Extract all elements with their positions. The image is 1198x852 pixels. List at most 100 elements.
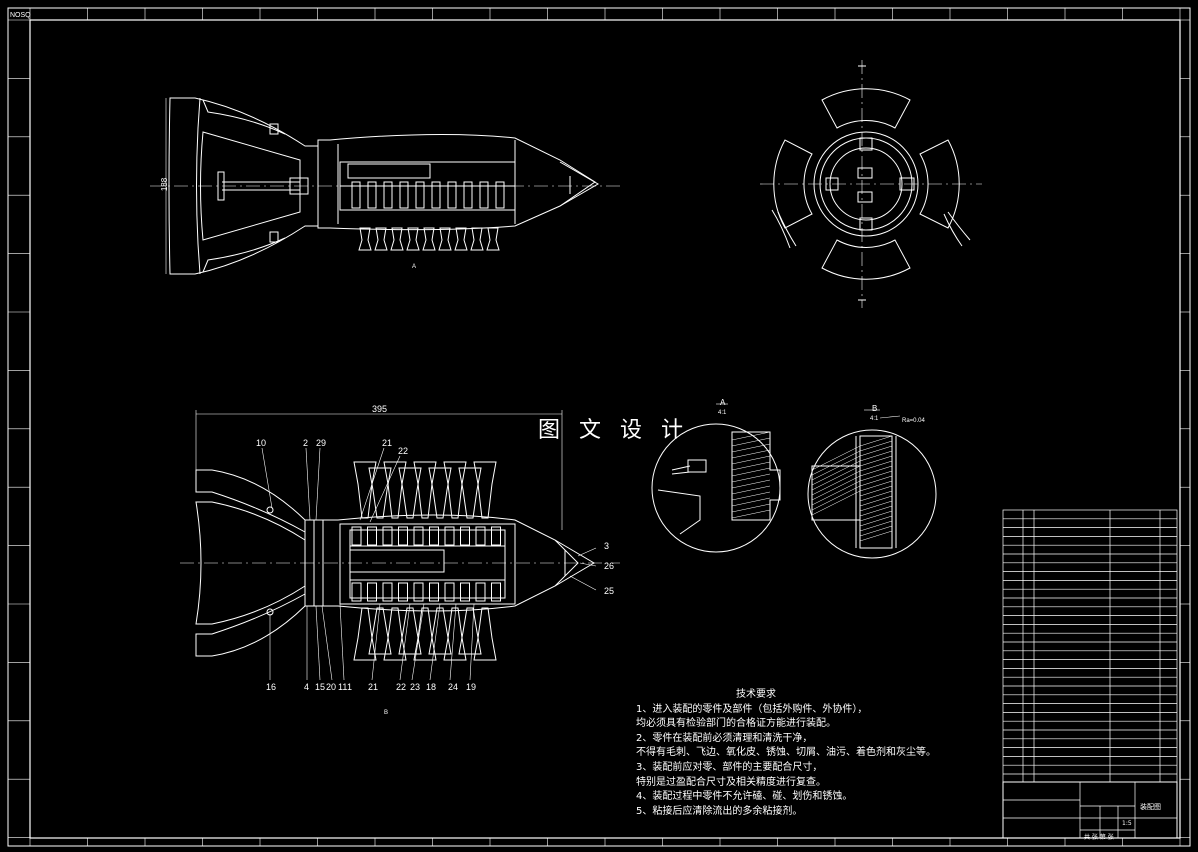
hatch-line [859,435,893,447]
callout: 21 [382,438,393,448]
callout: 10 [256,438,267,448]
side-rod [479,181,489,209]
hatch-line [731,479,771,489]
hatch-line [731,437,771,447]
lower-fin [368,607,392,655]
side-rod [351,181,361,209]
side-fin [390,227,404,251]
callout: 2 [303,438,309,448]
detail-b [807,409,937,559]
lower-fin [383,607,407,661]
callout: 22 [398,446,409,456]
watermark: 图 文 设 计 [538,418,689,443]
zone-ticks [8,8,1190,846]
hatch-line [731,503,771,513]
tech-line: 特别是过盈配合尺寸及相关精度进行复查。 [636,776,826,788]
side-rod [447,181,457,209]
hatch-line [859,500,893,512]
callout: 26 [604,561,615,571]
hatch-line [859,460,893,472]
view-a-label: A [720,398,726,407]
side-fin [422,227,436,251]
height-dimension: 188 [160,177,170,192]
hatch-line [731,443,771,453]
hatch-line [859,480,893,492]
upper-fin [428,467,452,519]
section-b-marker: B [384,710,389,716]
hatch-line [859,525,893,537]
callout: 22 [396,682,407,692]
parts-list [1002,509,1178,839]
lower-fin [443,607,467,661]
callout: 25 [604,586,615,596]
rib [413,582,424,602]
detail-a-hatch [731,431,771,519]
lower-fin [398,607,422,655]
callout: 24 [448,682,459,692]
rib [475,526,486,546]
tech-title: 技术要求 [736,689,776,700]
parts-list-rows [1003,518,1177,775]
tech-line: 2、零件在装配前必须清理和清洗干净， [636,732,813,744]
rib [460,582,470,602]
hatch-line [859,475,893,487]
section-a-marker: A [412,264,417,270]
rib [491,582,501,602]
rib [382,526,393,546]
side-rod [415,181,425,209]
rib [475,582,486,602]
hatch-line [731,491,771,501]
upper-fin [353,461,377,519]
tech-line: 3、装配前应对零、部件的主要配合尺寸， [636,761,823,773]
tech-line: 5、粘接后应清除流出的多余粘接剂。 [636,805,803,817]
hatch-line [859,440,893,452]
side-view [150,97,620,275]
rib [444,526,455,546]
hatch-line [731,497,771,507]
rib [491,526,501,546]
hatch-line [811,490,861,516]
tech-line: 均必须具有检验部门的合格证方能进行装配。 [636,718,836,730]
hatch-line [859,450,893,462]
rib [460,526,470,546]
hatch-line [731,473,771,483]
hatch-line [859,485,893,497]
lower-fin [458,607,482,655]
side-fin [358,227,372,251]
rib [429,582,439,602]
callout: 3 [604,541,610,551]
hatch-line [811,450,861,476]
upper-fin [443,461,467,519]
hatch-line [731,449,771,459]
end-view [760,60,982,308]
upper-fin [413,461,437,519]
callout: 16 [266,682,277,692]
rib [429,526,439,546]
side-fins [358,227,500,251]
lower-fin [413,607,437,661]
rib [398,582,408,602]
rib [351,526,362,546]
hatch-line [811,460,861,486]
callout: 21 [368,682,379,692]
hatch-line [811,465,861,491]
corner-tag: NOSQ [10,12,31,19]
detail-b-hatch [811,435,893,542]
drawing-name: 装配图 [1140,803,1161,811]
side-fin [470,227,484,251]
rib [398,526,408,546]
hatch-line [731,485,771,495]
hatch-line [859,445,893,457]
hatch-line [859,455,893,467]
rib [382,582,393,602]
side-rod [431,181,441,209]
side-rods [351,181,505,209]
hatch-line [811,455,861,481]
view-a-ratio: 4:1 [718,410,727,416]
roughness-note: Ra=0.04 [902,418,925,424]
section-fins [353,461,497,661]
sheet-label: 共 张 第 张 [1084,834,1114,841]
rib [367,526,377,546]
lower-fin [428,607,452,655]
callout: 23 [410,682,421,692]
